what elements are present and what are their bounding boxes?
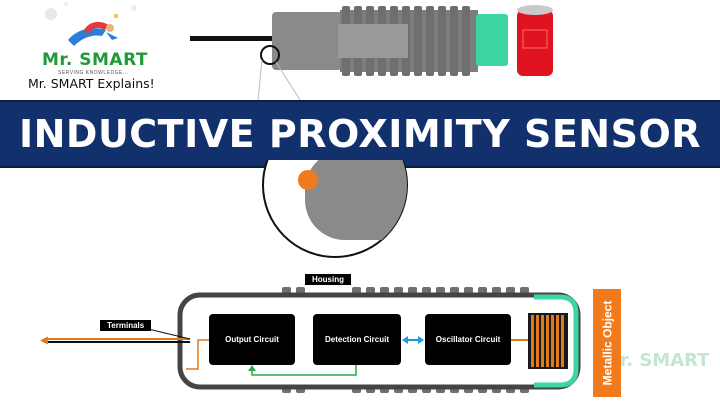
sensing-face-outline <box>534 294 579 388</box>
logo-brand: Mr. SMART <box>42 50 148 70</box>
gear-icon <box>45 8 57 20</box>
title-banner: INDUCTIVE PROXIMITY SENSOR <box>0 100 720 168</box>
superhero-logo-icon <box>45 2 137 46</box>
brand-logo: Mr. SMART SERVING KNOWLEDGE... Mr. SMART… <box>6 0 176 98</box>
sensor-illustration <box>190 5 553 100</box>
sensor-body <box>272 12 342 70</box>
output-circuit-label: Output Circuit <box>225 335 279 344</box>
signal-arrow <box>402 336 424 344</box>
metallic-object-label: Metallic Object <box>593 289 621 397</box>
terminals-label: Terminals <box>100 320 152 331</box>
detection-circuit-label: Detection Circuit <box>324 335 389 344</box>
soda-can-icon <box>517 5 553 76</box>
logo-tagline: SERVING KNOWLEDGE... <box>58 70 129 76</box>
coil-icon <box>528 313 568 369</box>
sensor-threads <box>338 6 478 76</box>
sensor-cable <box>190 36 276 41</box>
sensor-face <box>476 14 508 66</box>
oscillator-circuit-box: Oscillator Circuit <box>425 314 511 365</box>
zoom-source-circle <box>260 45 280 65</box>
housing-label: Housing <box>305 274 351 285</box>
oscillator-circuit-label: Oscillator Circuit <box>435 335 501 344</box>
detection-circuit-box: Detection Circuit <box>313 314 401 365</box>
metallic-object-text: Metallic Object <box>600 300 615 386</box>
lightbulb-icon <box>114 14 118 18</box>
logo-caption: Mr. SMART Explains! <box>28 76 155 91</box>
output-circuit-box: Output Circuit <box>209 314 295 365</box>
terminal-wires <box>40 336 190 345</box>
watermark-right: Mr. SMART <box>602 350 710 371</box>
magnifier-circle-icon <box>262 160 408 258</box>
page-title: INDUCTIVE PROXIMITY SENSOR <box>18 112 702 156</box>
